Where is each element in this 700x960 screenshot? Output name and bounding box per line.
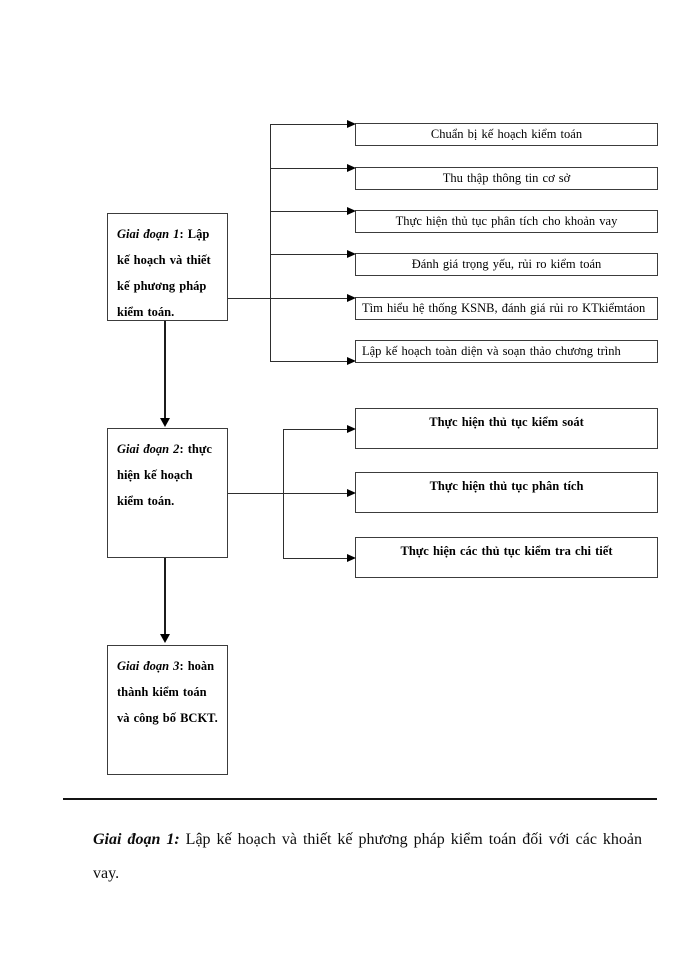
step-label: Thực hiện thủ tục phân tích — [429, 479, 584, 493]
stage1-step-collect-info: Thu thập thông tin cơ sở — [355, 167, 658, 190]
stage2-step-detail-tests: Thực hiện các thủ tục kiểm tra chi tiết — [355, 537, 658, 578]
stage1-trunk-line — [270, 124, 271, 362]
arrow-down-icon — [160, 634, 170, 643]
caption-line1: Lập kế hoạch và thiết kế phương pháp kiể… — [179, 831, 643, 848]
stage1-to-stage2-line — [164, 321, 166, 419]
stage1-output-line — [228, 298, 348, 299]
arrow-right-icon — [347, 294, 356, 302]
arrow-right-icon — [347, 120, 356, 128]
caption-lead: Giai đoạn 1: — [93, 831, 180, 848]
stage2-to-stage3-line — [164, 558, 166, 635]
stage2-trunk-line — [283, 429, 284, 559]
step-label: Chuẩn bị kế hoạch kiểm toán — [430, 127, 583, 141]
step-label: Thực hiện các thủ tục kiểm tra chi tiết — [400, 544, 613, 558]
stage1-title: Giai đoạn 1 — [117, 227, 180, 241]
stage1-branch-line-2 — [270, 168, 348, 169]
stage1-branch-line-3 — [270, 211, 348, 212]
stage1-branch-line-1 — [270, 124, 348, 125]
stage1-desc: : Lập kế hoạch và thiết kế phương pháp k… — [117, 227, 211, 319]
stage3-box: Giai đoạn 3: hoàn thành kiểm toán và côn… — [107, 645, 228, 775]
stage1-step-prepare-plan: Chuẩn bị kế hoạch kiểm toán — [355, 123, 658, 146]
stage3-title: Giai đoạn 3 — [117, 659, 180, 673]
step-label: Thực hiện thủ tục phân tích cho khoản va… — [395, 214, 618, 228]
stage2-output-line — [228, 493, 348, 494]
stage2-step-analytic-tests: Thực hiện thủ tục phân tích — [355, 472, 658, 513]
step-label: Thu thập thông tin cơ sở — [442, 171, 571, 185]
stage1-step-overall-plan: Lập kế hoạch toàn diện và soạn thảo chươ… — [355, 340, 658, 363]
step-label: Lập kế hoạch toàn diện và soạn thảo chươ… — [362, 344, 621, 358]
arrow-right-icon — [347, 164, 356, 172]
arrow-right-icon — [347, 554, 356, 562]
arrow-right-icon — [347, 207, 356, 215]
stage1-step-analytic-procedures: Thực hiện thủ tục phân tích cho khoản va… — [355, 210, 658, 233]
stage2-desc: : thực hiện kế hoạch kiểm toán. — [117, 442, 212, 508]
stage1-branch-line-4 — [270, 254, 348, 255]
stage2-branch-line-3 — [283, 558, 348, 559]
arrow-right-icon — [347, 425, 356, 433]
stage1-step-materiality-risk: Đánh giá trọng yếu, rủi ro kiểm toán — [355, 253, 658, 276]
caption-paragraph: Giai đoạn 1: Lập kế hoạch và thiết kế ph… — [93, 823, 659, 891]
horizontal-rule — [63, 798, 657, 800]
stage3-desc: : hoàn thành kiểm toán và công bố BCKT. — [117, 659, 218, 725]
stage2-title: Giai đoạn 2 — [117, 442, 180, 456]
stage2-step-control-tests: Thực hiện thủ tục kiểm soát — [355, 408, 658, 449]
stage1-branch-line-6 — [270, 361, 348, 362]
caption-line2: vay. — [93, 865, 120, 882]
arrow-right-icon — [347, 250, 356, 258]
stage2-branch-line-1 — [283, 429, 348, 430]
stage1-box: Giai đoạn 1: Lập kế hoạch và thiết kế ph… — [107, 213, 228, 321]
arrow-down-icon — [160, 418, 170, 427]
arrow-right-icon — [347, 357, 356, 365]
step-label: Đánh giá trọng yếu, rủi ro kiểm toán — [411, 257, 602, 271]
step-label: Thực hiện thủ tục kiểm soát — [429, 415, 584, 429]
arrow-right-icon — [347, 489, 356, 497]
stage1-step-internal-control: Tìm hiểu hệ thống KSNB, đánh giá rủi ro … — [355, 297, 658, 320]
stage2-box: Giai đoạn 2: thực hiện kế hoạch kiểm toá… — [107, 428, 228, 558]
step-label: Tìm hiểu hệ thống KSNB, đánh giá rủi ro … — [362, 301, 646, 315]
